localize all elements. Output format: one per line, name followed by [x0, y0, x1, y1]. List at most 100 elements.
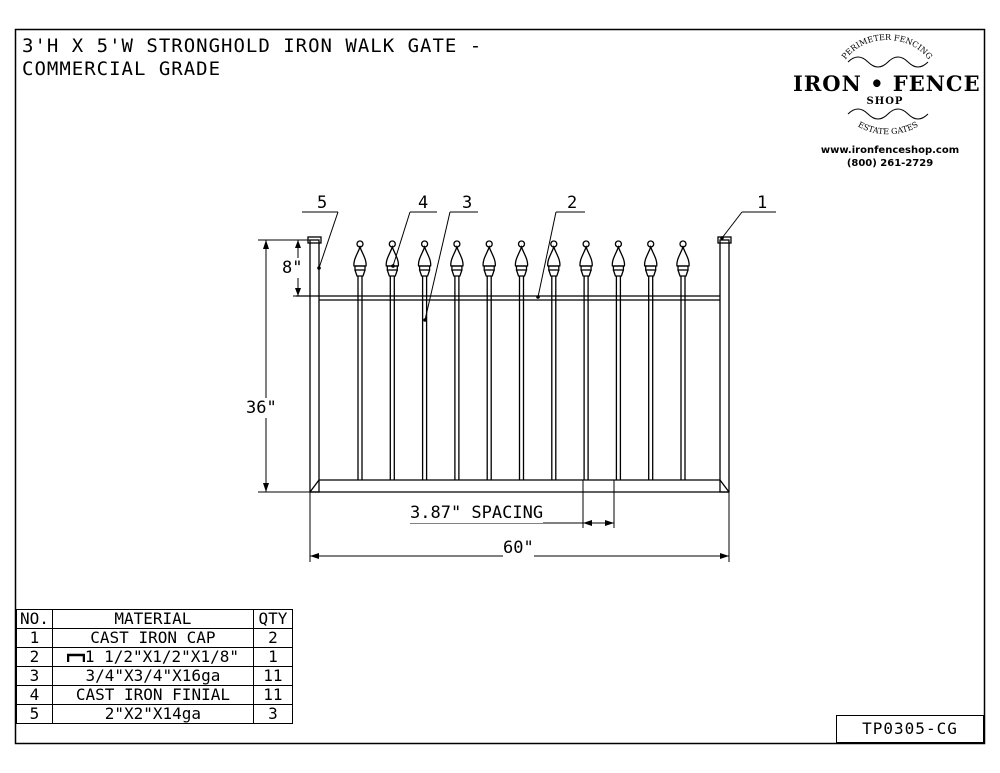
finial-spear: [450, 244, 464, 267]
callout-5: 5: [317, 193, 328, 213]
picket: [450, 240, 464, 480]
bill-of-materials: NO. MATERIAL QTY 1 CAST IRON CAP 2 2 1 1…: [16, 609, 293, 724]
dimension-arrows: [263, 236, 729, 559]
bom-cell-material: CAST IRON FINIAL: [51, 685, 254, 705]
bom-row: 3 3/4"X3/4"X16ga 11: [16, 666, 293, 686]
finial-spear: [579, 244, 593, 267]
finial-collar: [483, 265, 495, 271]
logo-phone: (800) 261-2729: [846, 158, 934, 169]
dot-leader-2: [536, 295, 540, 299]
drawing-title-line-2: COMMERCIAL GRADE: [22, 58, 222, 80]
sheet-border: [14, 28, 986, 745]
picket: [385, 240, 400, 480]
finial-collar: [548, 265, 560, 271]
leader-1-arrow: [721, 211, 743, 239]
finial-spear: [417, 244, 432, 267]
finial-collar: [451, 265, 463, 271]
finial-spear: [643, 244, 658, 267]
finial-base: [418, 269, 431, 277]
bom-cell-qty: 11: [252, 685, 293, 705]
callout-4: 4: [418, 193, 429, 213]
bom-material-text: 1 1/2"X1/2"X1/8": [84, 647, 239, 666]
bom-cell-material: 2"X2"X14ga: [51, 704, 254, 724]
callout-3: 3: [462, 193, 473, 213]
leader-4-arrow: [392, 211, 411, 267]
arrow-spacing-right: [605, 520, 614, 526]
finial-spear: [547, 244, 561, 267]
logo-shop: SHOP: [866, 96, 904, 107]
arrow-height-bottom: [263, 483, 269, 492]
bom-cell-material: CAST IRON CAP: [51, 628, 254, 648]
picket: [579, 240, 593, 480]
picket: [514, 240, 529, 480]
dot-leader-5: [317, 266, 321, 270]
leader-2-arrow: [537, 211, 557, 298]
finial-collar: [645, 265, 657, 271]
pickets: [353, 240, 690, 480]
finial-base: [386, 269, 398, 277]
bom-row: 2 1 1/2"X1/2"X1/8" 1: [16, 647, 293, 667]
logo-arc-bottom: ESTATE GATES: [856, 120, 919, 136]
finial-base: [483, 269, 495, 277]
picket: [482, 240, 496, 480]
finial-spear: [353, 244, 367, 267]
finial-collar: [580, 265, 592, 271]
finial-base: [677, 269, 689, 277]
leader-5-arrow: [318, 211, 339, 269]
finial-base: [451, 269, 463, 277]
logo-website: www.ironfenceshop.com: [820, 145, 960, 156]
leader-3-arrow: [424, 211, 451, 321]
bottom-rail-left-chamfer: [309, 479, 320, 493]
finial-spear: [676, 244, 690, 267]
drawing-number: TP0305-CG: [836, 715, 984, 743]
picket: [547, 240, 561, 480]
bom-row: 1 CAST IRON CAP 2: [16, 628, 293, 648]
finial-base: [548, 269, 560, 277]
arrow-spacing-left: [583, 520, 592, 526]
finial-collar: [515, 265, 528, 271]
finial-spear: [611, 244, 626, 267]
right-post: [719, 239, 730, 493]
logo-scroll-bottom: [847, 108, 929, 120]
bom-cell-no: 3: [16, 666, 53, 686]
arrow-width-right: [720, 553, 729, 559]
bom-header-material: MATERIAL: [51, 609, 254, 629]
bom-cell-qty: 1: [252, 647, 293, 667]
finial-collar: [354, 265, 366, 271]
bom-header-no: NO.: [16, 609, 53, 629]
finial-collar: [677, 265, 689, 271]
dim-spacing: 3.87" SPACING: [410, 503, 544, 523]
bom-cell-material: 1 1/2"X1/2"X1/8": [51, 647, 254, 667]
left-post: [309, 239, 320, 493]
dot-leader-4: [391, 264, 395, 268]
channel-icon: [66, 653, 86, 662]
finial-base: [645, 269, 657, 277]
logo-arc-top: PERIMETER FENCING: [840, 33, 934, 61]
bom-row: 5 2"X2"X14ga 3: [16, 704, 293, 724]
bom-header-qty: QTY: [252, 609, 293, 629]
finial-collar: [418, 265, 431, 271]
bom-header-row: NO. MATERIAL QTY: [16, 609, 293, 629]
bom-cell-no: 1: [16, 628, 53, 648]
dim-gate-width: 60": [503, 538, 534, 558]
dim-finial-height: 8": [282, 258, 303, 278]
bom-cell-qty: 2: [252, 628, 293, 648]
picket: [353, 240, 367, 480]
arrow-width-left: [310, 553, 319, 559]
bom-row: 4 CAST IRON FINIAL 11: [16, 685, 293, 705]
bom-cell-no: 2: [16, 647, 53, 667]
logo-scroll-top: [847, 56, 929, 68]
bom-cell-qty: 11: [252, 666, 293, 686]
callout-2: 2: [567, 193, 578, 213]
arrow-height-top: [263, 240, 269, 249]
picket: [611, 240, 626, 480]
dot-leader-3: [423, 318, 427, 322]
finial-base: [612, 269, 625, 277]
finial-base: [580, 269, 592, 277]
finial-base: [354, 269, 366, 277]
finial-spear: [482, 244, 496, 267]
finial-spear: [514, 244, 529, 267]
arrow-finial-top: [295, 240, 301, 248]
finial-base: [515, 269, 528, 277]
